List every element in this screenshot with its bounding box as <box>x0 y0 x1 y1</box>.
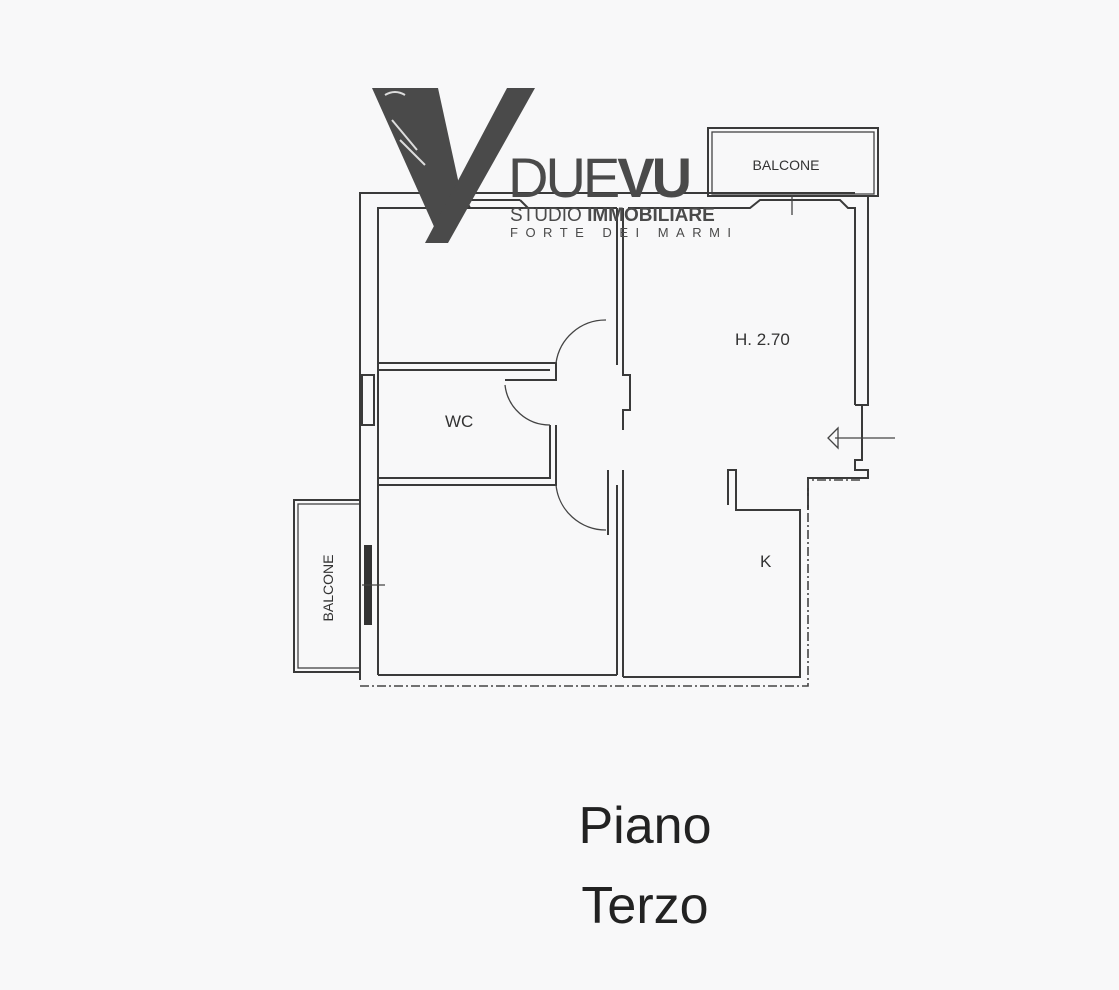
logo-v-left-icon <box>372 88 462 240</box>
logo-line2: FORTE DEI MARMI <box>510 225 739 240</box>
caption-level: Terzo <box>581 877 709 935</box>
windows <box>361 195 793 625</box>
interior-walls <box>360 208 862 687</box>
outer-walls <box>359 192 869 680</box>
room-label-wc: WC <box>445 412 473 431</box>
svg-text:DUEVU: DUEVU <box>508 146 690 209</box>
ceiling-height-label: H. 2.70 <box>735 330 790 349</box>
balcony-left: BALCONE <box>293 499 361 673</box>
entrance-arrow-icon <box>827 426 895 450</box>
studio-logo: DUEVU STUDIO IMMOBILIARE FORTE DEI MARMI <box>372 88 739 243</box>
logo-line1-light: STUDIO <box>510 205 587 226</box>
logo-line1-bold: IMMOBILIARE <box>587 205 715 226</box>
logo-brand-light: DUE <box>508 146 618 209</box>
caption-floor: Piano <box>578 797 712 855</box>
balcony-top: BALCONE <box>707 127 879 197</box>
logo-brand-bold: VU <box>617 146 689 209</box>
balcony-left-label: BALCONE <box>320 555 336 622</box>
svg-text:STUDIO IMMOBILIARE: STUDIO IMMOBILIARE <box>510 205 715 226</box>
room-label-k: K <box>760 552 772 571</box>
balcony-top-label: BALCONE <box>753 157 820 173</box>
logo-v-right-icon <box>425 88 535 243</box>
